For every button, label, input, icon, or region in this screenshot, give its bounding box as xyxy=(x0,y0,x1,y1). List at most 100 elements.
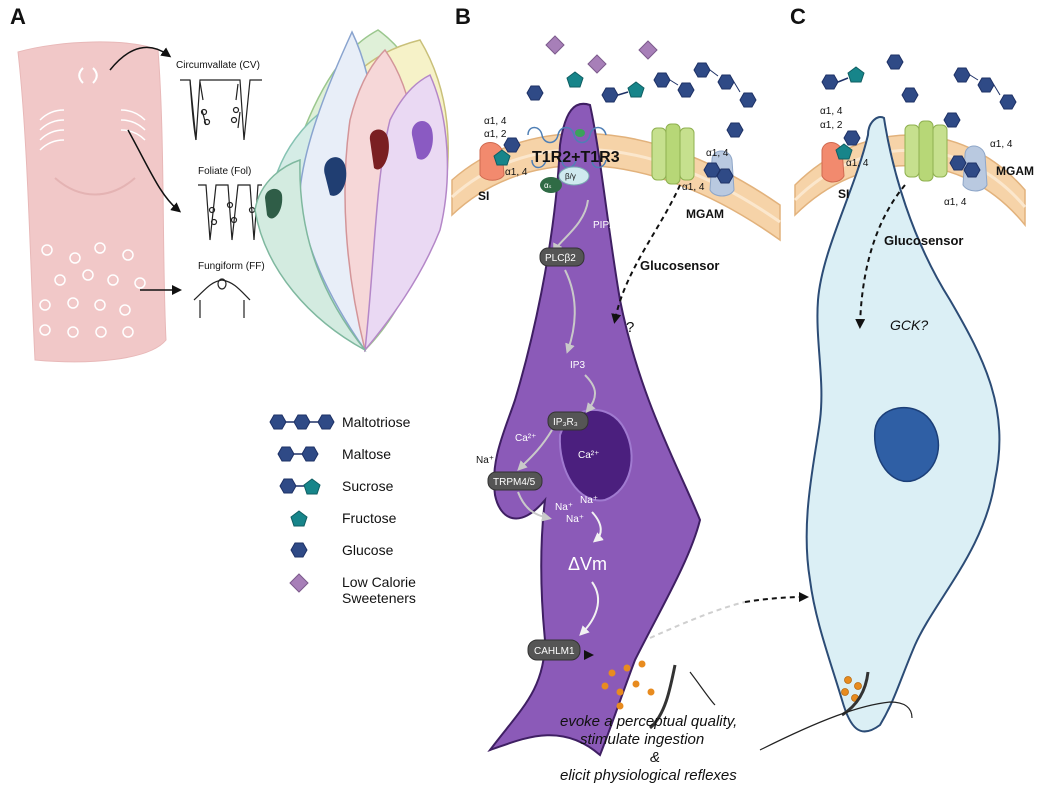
nerve-fiber-b-line xyxy=(689,671,716,706)
fructose-icon xyxy=(290,510,308,527)
ip3r3-box xyxy=(547,411,589,431)
sucrose-icon xyxy=(279,478,321,495)
dvm-label: ΔVm xyxy=(568,554,607,574)
legend-maltotriose: Maltotriose xyxy=(342,414,411,430)
circumvallate-sketch xyxy=(180,79,262,141)
ca-label: Ca²⁺ xyxy=(515,433,536,444)
foliate-sketch xyxy=(198,184,262,241)
bond-a14-b3: α1, 4 xyxy=(706,148,729,159)
plcb2-label: PLCβ2 xyxy=(545,253,576,264)
si-enzyme-b xyxy=(479,142,505,181)
pip2-label: PIP2 xyxy=(593,220,615,231)
sugars-above-c xyxy=(821,54,1017,128)
panel-c-label: C xyxy=(790,4,806,29)
g-beta-gamma-label: β/γ xyxy=(565,172,576,181)
tongue-shape xyxy=(17,41,167,363)
cahlm1-release-arrowhead xyxy=(584,650,594,660)
arrow-ip3r3-trpm xyxy=(517,429,553,471)
question-mark: ? xyxy=(626,319,634,336)
panel-b-label: B xyxy=(455,4,471,29)
plcb2-box xyxy=(539,247,585,267)
ip3-label: IP3 xyxy=(570,360,585,371)
panel-a-label: A xyxy=(10,4,26,29)
bond-a12-c: α1, 2 xyxy=(820,120,843,131)
arrow-dvm-cahlm1 xyxy=(579,581,599,636)
arrow-trpm-na xyxy=(517,491,552,522)
circumvallate-label: Circumvallate (CV) xyxy=(176,60,260,71)
outcome-line1: evoke a perceptual quality, xyxy=(560,713,737,730)
maltose-icon xyxy=(277,446,319,462)
glucosensor-channel-b xyxy=(651,123,695,185)
legend-fructose: Fructose xyxy=(342,510,397,526)
na3-label: Na⁺ xyxy=(566,514,584,525)
trpm-box xyxy=(487,471,543,491)
legend-low-calorie-1: Low Calorie xyxy=(342,574,416,590)
outcomes-text: evoke a perceptual quality, stimulate in… xyxy=(560,713,737,784)
si-glucose-icon-c xyxy=(843,130,861,146)
ca-nucleus-label: Ca²⁺ xyxy=(578,450,599,461)
ip3r3-label: IP₃R₃ xyxy=(553,417,578,428)
bond-a14-c1: α1, 4 xyxy=(820,106,843,117)
si-glucose-icon xyxy=(503,137,521,153)
bond-a14-b4: α1, 4 xyxy=(682,182,705,193)
arrow-to-foliate xyxy=(127,129,182,213)
arrow-plcb2-ip3 xyxy=(564,269,576,354)
glucosensor-label-b: Glucosensor xyxy=(640,258,719,273)
arrow-na-dvm xyxy=(591,511,604,543)
outcome-line2: stimulate ingestion xyxy=(580,731,704,748)
bond-a14-b2: α1, 4 xyxy=(505,167,528,178)
cahlm1-label: CAHLM1 xyxy=(534,646,575,657)
foliate-papillae-icon xyxy=(39,109,146,151)
foliate-label: Foliate (Fol) xyxy=(198,166,251,177)
cell-communication-arrow-fade xyxy=(649,601,746,639)
nerve-fiber-c-line xyxy=(759,701,913,751)
bond-a14-c3: α1, 4 xyxy=(990,139,1013,150)
arrow-to-circumvallate xyxy=(109,46,172,71)
g-alpha-label: αₛ xyxy=(544,181,552,190)
sweetener-icon xyxy=(289,573,309,593)
g-beta-gamma-subunit xyxy=(558,166,590,186)
taste-bud-cluster xyxy=(254,29,449,353)
outcome-line4: elicit physiological reflexes xyxy=(560,767,737,784)
na2-label: Na⁺ xyxy=(580,495,598,506)
trpm-label: TRPM4/5 xyxy=(493,477,536,488)
fungiform-label: Fungiform (FF) xyxy=(198,261,265,272)
tongue-midline xyxy=(54,177,136,196)
fungiform-sketch xyxy=(193,278,251,318)
glucosensor-label-c: Glucosensor xyxy=(884,233,963,248)
na-outside-label: Na⁺ xyxy=(476,455,494,466)
glucosensor-arrow-c xyxy=(855,184,906,329)
atp-release-b xyxy=(601,660,655,710)
taste-bud-nuclei xyxy=(265,120,433,219)
maltotriose-icon xyxy=(269,414,335,430)
fungiform-papillae-icon xyxy=(39,242,146,338)
bond-a12-b: α1, 2 xyxy=(484,129,507,140)
glucosensor-arrow-b xyxy=(611,184,681,324)
si-label-c: SI xyxy=(838,187,849,201)
bond-a14-c4: α1, 4 xyxy=(944,197,967,208)
glucose-icon xyxy=(290,542,308,558)
si-label-b: SI xyxy=(478,189,489,203)
gck-label: GCK? xyxy=(890,317,928,333)
g-alpha-subunit xyxy=(540,177,562,193)
bond-a14-b1: α1, 4 xyxy=(484,116,507,127)
cahlm1-box xyxy=(527,639,581,661)
receptor-label: T1R2+T1R3 xyxy=(532,149,620,166)
outcome-line3: & xyxy=(650,749,660,766)
legend-glucose: Glucose xyxy=(342,542,394,558)
arrow-receptor-pip2 xyxy=(553,199,589,254)
circumvallate-papilla-icon xyxy=(78,67,98,84)
legend-sucrose: Sucrose xyxy=(342,478,394,494)
cell-communication-arrow xyxy=(744,592,809,603)
nerve-fiber-b xyxy=(648,664,677,730)
nucleus-c xyxy=(874,406,940,483)
arrow-ip3-ip3r3 xyxy=(584,374,596,414)
bond-a14-c2: α1, 4 xyxy=(846,158,869,169)
legend: Maltotriose Maltose Sucrose Fructose Glu… xyxy=(269,414,416,606)
legend-maltose: Maltose xyxy=(342,446,391,462)
mgam-label-c: MGAM xyxy=(996,164,1034,178)
na1-label: Na⁺ xyxy=(555,502,573,513)
glucosensor-channel-c xyxy=(904,120,948,182)
legend-low-calorie-2: Sweeteners xyxy=(342,590,416,606)
